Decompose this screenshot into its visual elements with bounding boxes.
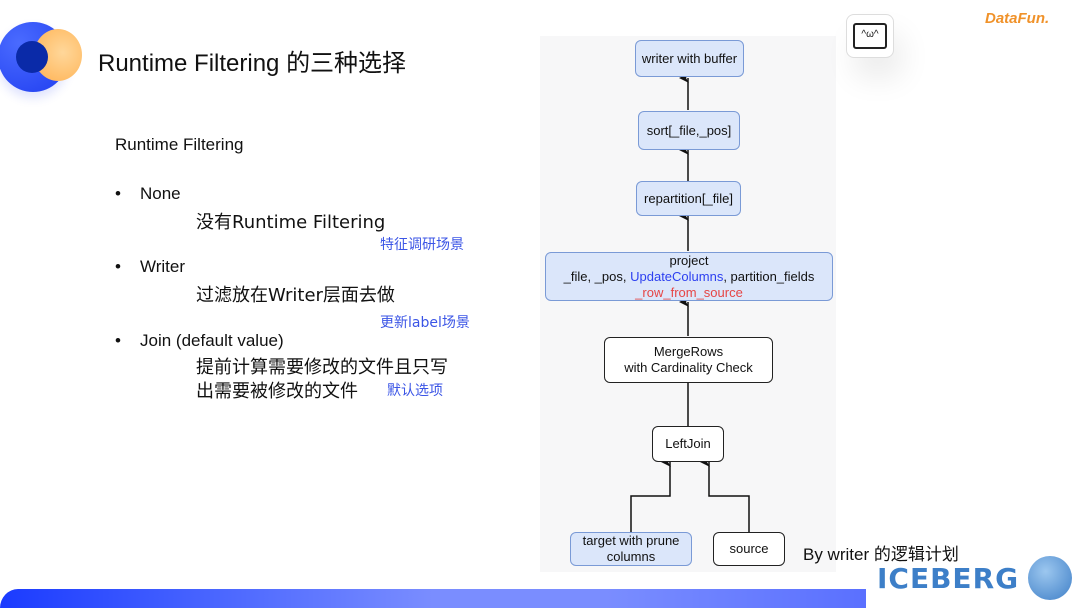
project-row-from-source: _row_from_source <box>635 284 743 300</box>
project-columns-rest: , partition_fields <box>723 268 815 284</box>
bullet-none: • None <box>115 184 181 204</box>
slide-logo-circles <box>0 22 84 94</box>
edge-source-to-leftjoin <box>700 457 750 532</box>
node-source: source <box>713 532 785 566</box>
node-label: with Cardinality Check <box>624 360 753 375</box>
project-update-columns: UpdateColumns <box>630 268 724 284</box>
section-heading: Runtime Filtering <box>115 135 244 154</box>
bullet-marker: • <box>115 184 121 203</box>
edge-target-to-leftjoin <box>630 457 671 532</box>
node-label: writer with buffer <box>641 50 738 66</box>
mascot-face: ^ω^ <box>853 23 887 49</box>
bullet-note: 默认选项 <box>387 383 443 399</box>
node-leftjoin: LeftJoin <box>652 426 724 462</box>
bullet-description: 没有Runtime Filtering <box>196 212 386 233</box>
bullet-label: Join (default value) <box>140 331 284 350</box>
bullet-writer: • Writer <box>115 257 185 277</box>
bullet-label: Writer <box>140 257 186 276</box>
project-columns: _file, _pos, UpdateColumns, partition_fi… <box>564 269 815 285</box>
diagram-edges <box>630 73 750 532</box>
diagram-caption: By writer 的逻辑计划 <box>803 545 959 564</box>
footer-gradient-bar <box>0 589 866 608</box>
bullet-description: 提前计算需要修改的文件且只写 <box>196 357 448 378</box>
node-label: columns <box>606 549 656 564</box>
bullet-note: 特征调研场景 <box>380 237 464 253</box>
node-label: LeftJoin <box>665 436 711 451</box>
node-repartition: repartition[_file] <box>636 181 741 216</box>
bullet-note: 更新label场景 <box>380 315 470 331</box>
node-sort: sort[_file,_pos] <box>638 111 740 150</box>
bullet-description: 出需要被修改的文件 <box>196 381 358 402</box>
node-label: project <box>669 252 709 268</box>
slide-title: Runtime Filtering 的三种选择 <box>98 50 407 77</box>
node-mergerows: MergeRows with Cardinality Check <box>604 337 773 383</box>
bullet-marker: • <box>115 331 121 350</box>
node-project: project _file, _pos, UpdateColumns, part… <box>545 252 833 301</box>
iceberg-logo-icon <box>1028 556 1072 600</box>
bullet-marker: • <box>115 257 121 276</box>
node-label: repartition[_file] <box>644 190 733 206</box>
bilibili-mascot-icon: ^ω^ <box>846 14 894 58</box>
project-columns-plain: _file, _pos, <box>563 268 631 284</box>
bullet-description: 过滤放在Writer层面去做 <box>196 285 395 306</box>
node-writer-with-buffer: writer with buffer <box>635 40 744 77</box>
iceberg-logo-text: ICEBERG <box>877 562 1020 595</box>
node-label: target with prune <box>582 533 680 548</box>
node-label: source <box>729 541 769 556</box>
node-label: MergeRows <box>653 344 724 359</box>
datafun-logo: DataFun. <box>985 10 1050 27</box>
bullet-label: None <box>140 184 181 203</box>
bullet-join: • Join (default value) <box>115 331 284 351</box>
logical-plan-diagram: writer with buffer sort[_file,_pos] repa… <box>540 36 836 572</box>
node-target: target with prune columns <box>570 532 692 566</box>
logo-circle-dark <box>16 41 48 73</box>
node-label: sort[_file,_pos] <box>646 122 732 138</box>
